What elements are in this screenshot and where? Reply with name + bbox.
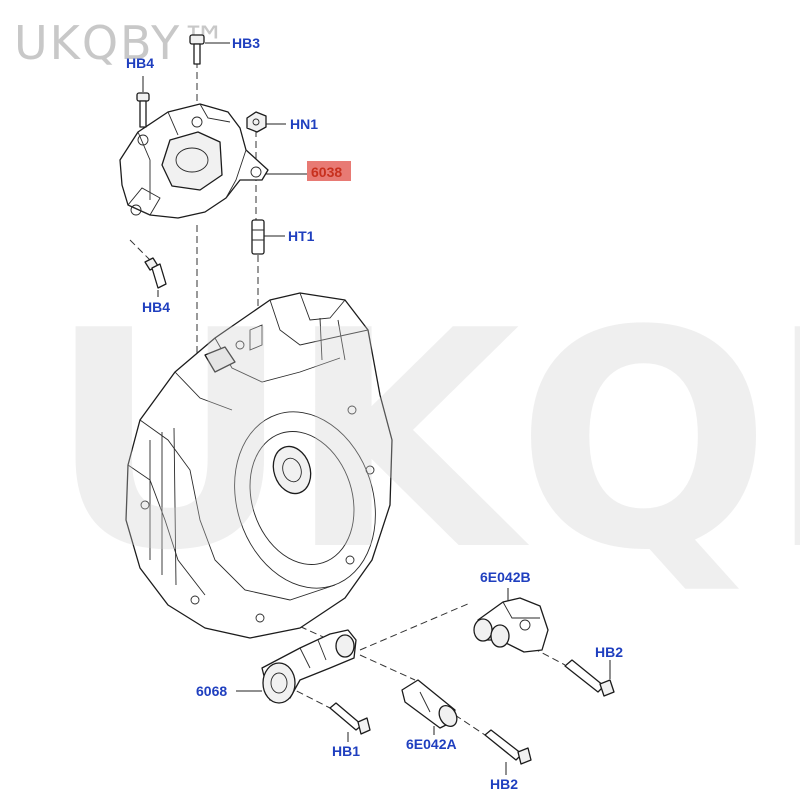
- label-hb2-right: HB2: [595, 644, 623, 660]
- label-6068: 6068: [196, 683, 227, 699]
- torque-rod-6068: [261, 629, 357, 704]
- nut-hn1: [246, 111, 267, 133]
- label-6038: 6038: [311, 164, 342, 180]
- bracket-6e042b: [473, 597, 549, 653]
- highlight-6038: [307, 161, 351, 181]
- watermark-large: UKQBY™: [48, 267, 800, 616]
- bolt-hb2-bottom: [484, 729, 532, 765]
- bushing-6e042a: [401, 679, 458, 729]
- label-hb1: HB1: [332, 743, 360, 759]
- bolt-hb1: [329, 702, 371, 735]
- bolt-hb4-top: [136, 92, 150, 128]
- bolt-hb2-right: [564, 659, 615, 697]
- bolt-hb4-bottom: [144, 257, 167, 289]
- transmission-mount-bracket: [119, 103, 269, 219]
- label-hb4-bottom: HB4: [142, 299, 170, 315]
- stud-ht1: [251, 219, 265, 255]
- label-hb3: HB3: [232, 35, 260, 51]
- transmission-housing: [125, 292, 393, 639]
- label-ht1: HT1: [288, 228, 315, 244]
- leader-lines: [142, 42, 611, 775]
- callout-labels: HB3 HB4 HN1 6038 HT1 HB4 6E042B HB2 6068…: [126, 35, 623, 792]
- label-hn1: HN1: [290, 116, 318, 132]
- label-6e042a: 6E042A: [406, 736, 457, 752]
- bolt-hb3: [189, 34, 205, 65]
- label-hb4-top: HB4: [126, 55, 154, 71]
- label-hb2-bottom: HB2: [490, 776, 518, 792]
- label-6e042b: 6E042B: [480, 569, 531, 585]
